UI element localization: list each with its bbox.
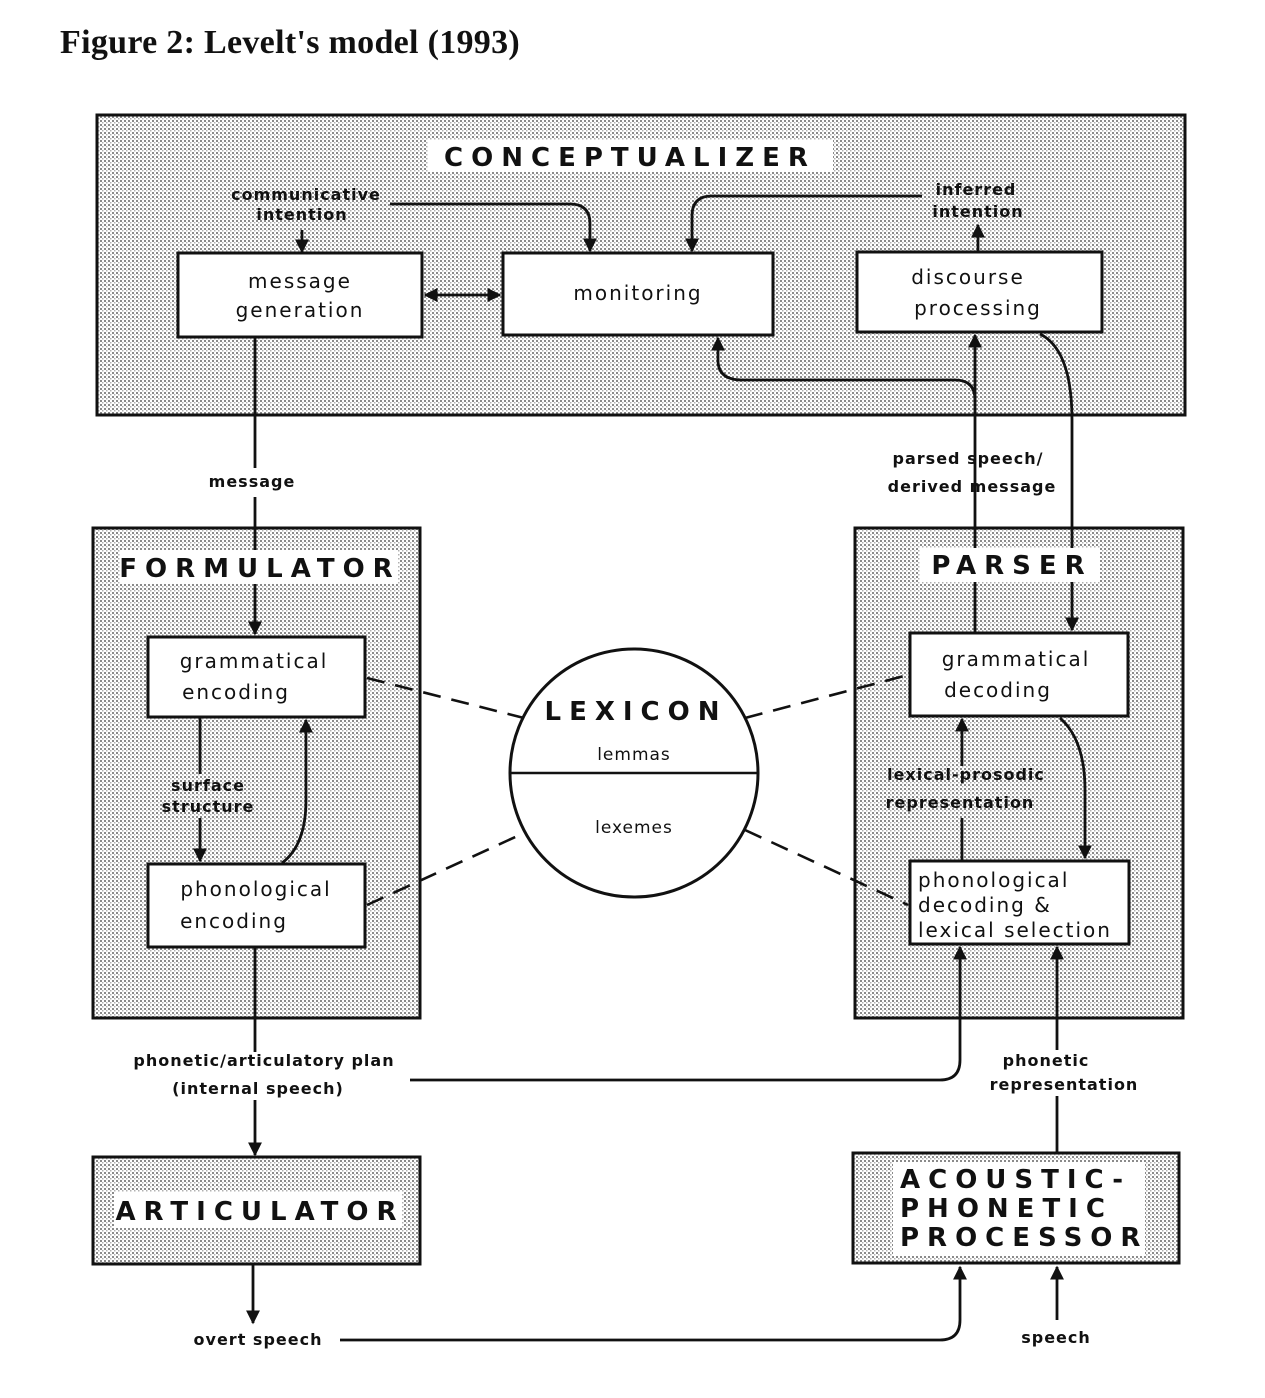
arrow-discourse-to-grammatical-decoding	[1039, 332, 1079, 632]
arrow-inferred-to-monitoring	[685, 194, 922, 253]
monitoring-box	[501, 251, 775, 337]
surface-structure-label-1: surface	[171, 776, 245, 795]
processor-title-line-2: PHONETIC	[900, 1194, 1113, 1224]
lexicon-lemmas: lemmas	[597, 745, 671, 765]
phonological-encoding-box	[146, 862, 367, 949]
arrow-grammatical-to-phonological-decoding	[1059, 716, 1092, 860]
phonetic-representation-label-1: phonetic	[1003, 1051, 1090, 1070]
communicative-intention-label-1: communicative	[231, 185, 381, 204]
arrow-internal-speech-to-parser	[410, 945, 967, 1082]
monitoring-label: monitoring	[573, 281, 702, 305]
processor-title-line-1: ACOUSTIC-	[900, 1165, 1131, 1195]
phonological-decoding-label-3: lexical selection	[918, 918, 1112, 942]
articulator-title-bg	[114, 1192, 402, 1228]
inferred-intention-label-1: inferred	[936, 180, 1017, 199]
grammatical-decoding-label-2: decoding	[944, 678, 1052, 702]
discourse-processing-label-1: discourse	[911, 265, 1025, 289]
message-generation-box	[176, 251, 424, 339]
lexical-prosodic-label-2: representation	[886, 793, 1035, 812]
discourse-processing-label-2: processing	[914, 296, 1042, 320]
message-label: message	[209, 472, 296, 491]
message-generation-label-1: message	[248, 269, 352, 293]
phonological-decoding-label-2: decoding &	[918, 893, 1052, 917]
lexicon-title: LEXICON	[545, 697, 728, 727]
message-generation-label-2: generation	[236, 298, 365, 322]
phonological-encoding-label-1: phonological	[180, 877, 331, 901]
grammatical-decoding-label-1: grammatical	[942, 647, 1091, 671]
lexical-prosodic-label-1: lexical-prosodic	[887, 765, 1045, 784]
formulator-title: FORMULATOR	[119, 554, 400, 584]
articulator-title: ARTICULATOR	[115, 1197, 404, 1227]
phonological-encoding-label-2: encoding	[180, 909, 288, 933]
communicative-intention-label-2: intention	[256, 205, 347, 224]
formulator-title-bg	[120, 550, 398, 584]
overt-speech-label: overt speech	[194, 1330, 323, 1349]
arrow-intention-to-monitoring	[390, 202, 597, 253]
lexicon-link-phonological-decoding	[744, 828, 909, 907]
speech-label: speech	[1021, 1328, 1091, 1347]
arrow-overt-speech-to-processor	[340, 1265, 967, 1342]
phonological-decoding-label-1: phonological	[918, 868, 1069, 892]
lexicon-lexemes: lexemes	[595, 818, 673, 838]
figure-title: Figure 2: Levelt's model (1993)	[60, 24, 521, 61]
inferred-intention-label-2: intention	[932, 202, 1023, 221]
phonetic-plan-label-2: (internal speech)	[172, 1079, 344, 1098]
processor-title-bg	[893, 1162, 1145, 1256]
processor-title-line-3: PROCESSOR	[900, 1223, 1148, 1253]
grammatical-encoding-label-2: encoding	[182, 680, 290, 704]
surface-structure-label-2: structure	[162, 797, 255, 816]
phonetic-representation-label-2: representation	[990, 1075, 1139, 1094]
parser-title-bg	[920, 548, 1100, 582]
grammatical-decoding-box	[908, 631, 1130, 718]
conceptualizer-title-bg	[428, 140, 833, 172]
arrow-phonological-to-grammatical-encoding	[281, 718, 313, 865]
parser-title: PARSER	[931, 551, 1092, 581]
conceptualizer-title: CONCEPTUALIZER	[444, 143, 816, 173]
parsed-speech-label-2: derived message	[888, 477, 1057, 496]
phonological-decoding-box	[908, 859, 1131, 946]
phonetic-plan-label-1: phonetic/articulatory plan	[133, 1051, 394, 1070]
parsed-speech-label-1: parsed speech/	[893, 449, 1044, 468]
grammatical-encoding-label-1: grammatical	[180, 649, 329, 673]
discourse-processing-box	[855, 250, 1104, 334]
grammatical-encoding-box	[146, 635, 367, 719]
